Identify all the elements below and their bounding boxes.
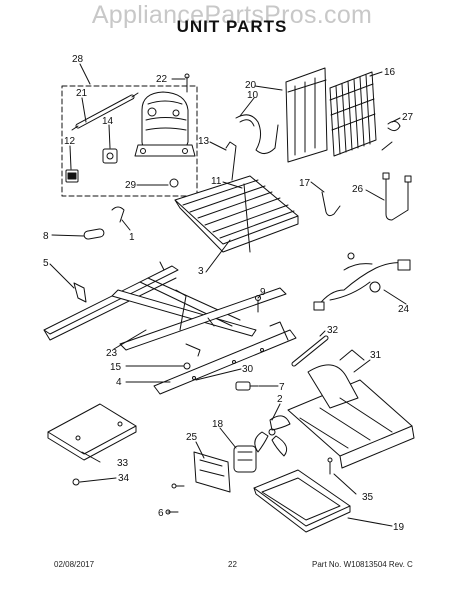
callout-11: 11 bbox=[211, 176, 222, 187]
callout-13: 13 bbox=[198, 136, 210, 147]
screw-34 bbox=[72, 478, 80, 486]
fan-blade bbox=[254, 415, 291, 457]
condenser-tube bbox=[235, 114, 279, 154]
callout-1: 1 bbox=[129, 232, 135, 243]
bolt-7 bbox=[235, 381, 259, 391]
callout-10: 10 bbox=[247, 90, 259, 101]
compressor bbox=[134, 91, 196, 157]
callout-14: 14 bbox=[102, 116, 114, 127]
callout-3: 3 bbox=[198, 266, 204, 277]
condenser-shroud bbox=[285, 67, 328, 163]
callout-32: 32 bbox=[327, 325, 339, 336]
callout-8: 8 bbox=[43, 231, 49, 242]
callout-4: 4 bbox=[116, 377, 122, 388]
callout-2: 2 bbox=[277, 394, 283, 405]
part-8 bbox=[83, 228, 105, 240]
callout-20: 20 bbox=[245, 80, 257, 91]
callout-25: 25 bbox=[186, 432, 198, 443]
relay bbox=[102, 148, 118, 164]
screw-22 bbox=[184, 73, 190, 93]
page-title: UNIT PARTS bbox=[176, 17, 288, 36]
footer-page-number: 22 bbox=[228, 560, 237, 569]
callout-16: 16 bbox=[384, 67, 396, 78]
compressor-group-box bbox=[61, 85, 198, 197]
motor-bracket bbox=[193, 451, 231, 493]
callout-22: 22 bbox=[156, 74, 168, 85]
leader-lines bbox=[49, 63, 407, 527]
callout-30: 30 bbox=[242, 364, 254, 375]
bracket-13 bbox=[225, 141, 237, 181]
machine-pan bbox=[287, 349, 415, 469]
base-frame bbox=[43, 261, 287, 357]
rail-30 bbox=[153, 321, 297, 395]
screw-35 bbox=[327, 457, 333, 475]
drier bbox=[71, 92, 139, 131]
clip-27 bbox=[387, 120, 401, 132]
callout-33: 33 bbox=[117, 458, 129, 469]
cover-plate bbox=[47, 403, 137, 461]
nut-15 bbox=[183, 362, 191, 370]
condenser-coil bbox=[329, 71, 377, 157]
callout-15: 15 bbox=[110, 362, 122, 373]
clip-27b bbox=[381, 141, 393, 151]
callout-35: 35 bbox=[362, 492, 374, 503]
callout-17: 17 bbox=[299, 178, 311, 189]
callout-18: 18 bbox=[212, 419, 224, 430]
callout-28: 28 bbox=[72, 54, 84, 65]
heater-26 bbox=[382, 172, 412, 221]
watermark: AppliancePartsPros.com bbox=[91, 1, 373, 29]
overload bbox=[65, 169, 79, 183]
footer-part-number: Part No. W10813504 Rev. C bbox=[312, 560, 413, 569]
fan-motor bbox=[233, 445, 257, 473]
evaporator bbox=[174, 175, 299, 253]
callout-24: 24 bbox=[398, 304, 410, 315]
screw-9 bbox=[255, 295, 261, 313]
callout-5: 5 bbox=[43, 258, 49, 269]
callout-21: 21 bbox=[76, 88, 88, 99]
footer-date: 02/08/2017 bbox=[54, 560, 95, 569]
wire-harness bbox=[313, 252, 411, 311]
callout-9: 9 bbox=[260, 287, 266, 298]
callout-7: 7 bbox=[279, 382, 285, 393]
callout-27: 27 bbox=[402, 112, 414, 123]
drain-pan bbox=[253, 469, 351, 533]
callout-26: 26 bbox=[352, 184, 364, 195]
callout-23: 23 bbox=[106, 348, 118, 359]
part-1 bbox=[111, 206, 125, 223]
callout-12: 12 bbox=[64, 136, 76, 147]
callout-34: 34 bbox=[118, 473, 130, 484]
callout-19: 19 bbox=[393, 522, 405, 533]
callout-29: 29 bbox=[125, 180, 137, 191]
screws-6 bbox=[165, 483, 185, 515]
drain-rod-32 bbox=[291, 335, 329, 367]
callout-labels: 28 22 21 14 12 29 20 10 16 27 13 11 17 2… bbox=[43, 54, 414, 533]
callout-31: 31 bbox=[370, 350, 382, 361]
grommet bbox=[169, 178, 179, 188]
bracket-17 bbox=[321, 191, 341, 217]
callout-6: 6 bbox=[158, 508, 164, 519]
